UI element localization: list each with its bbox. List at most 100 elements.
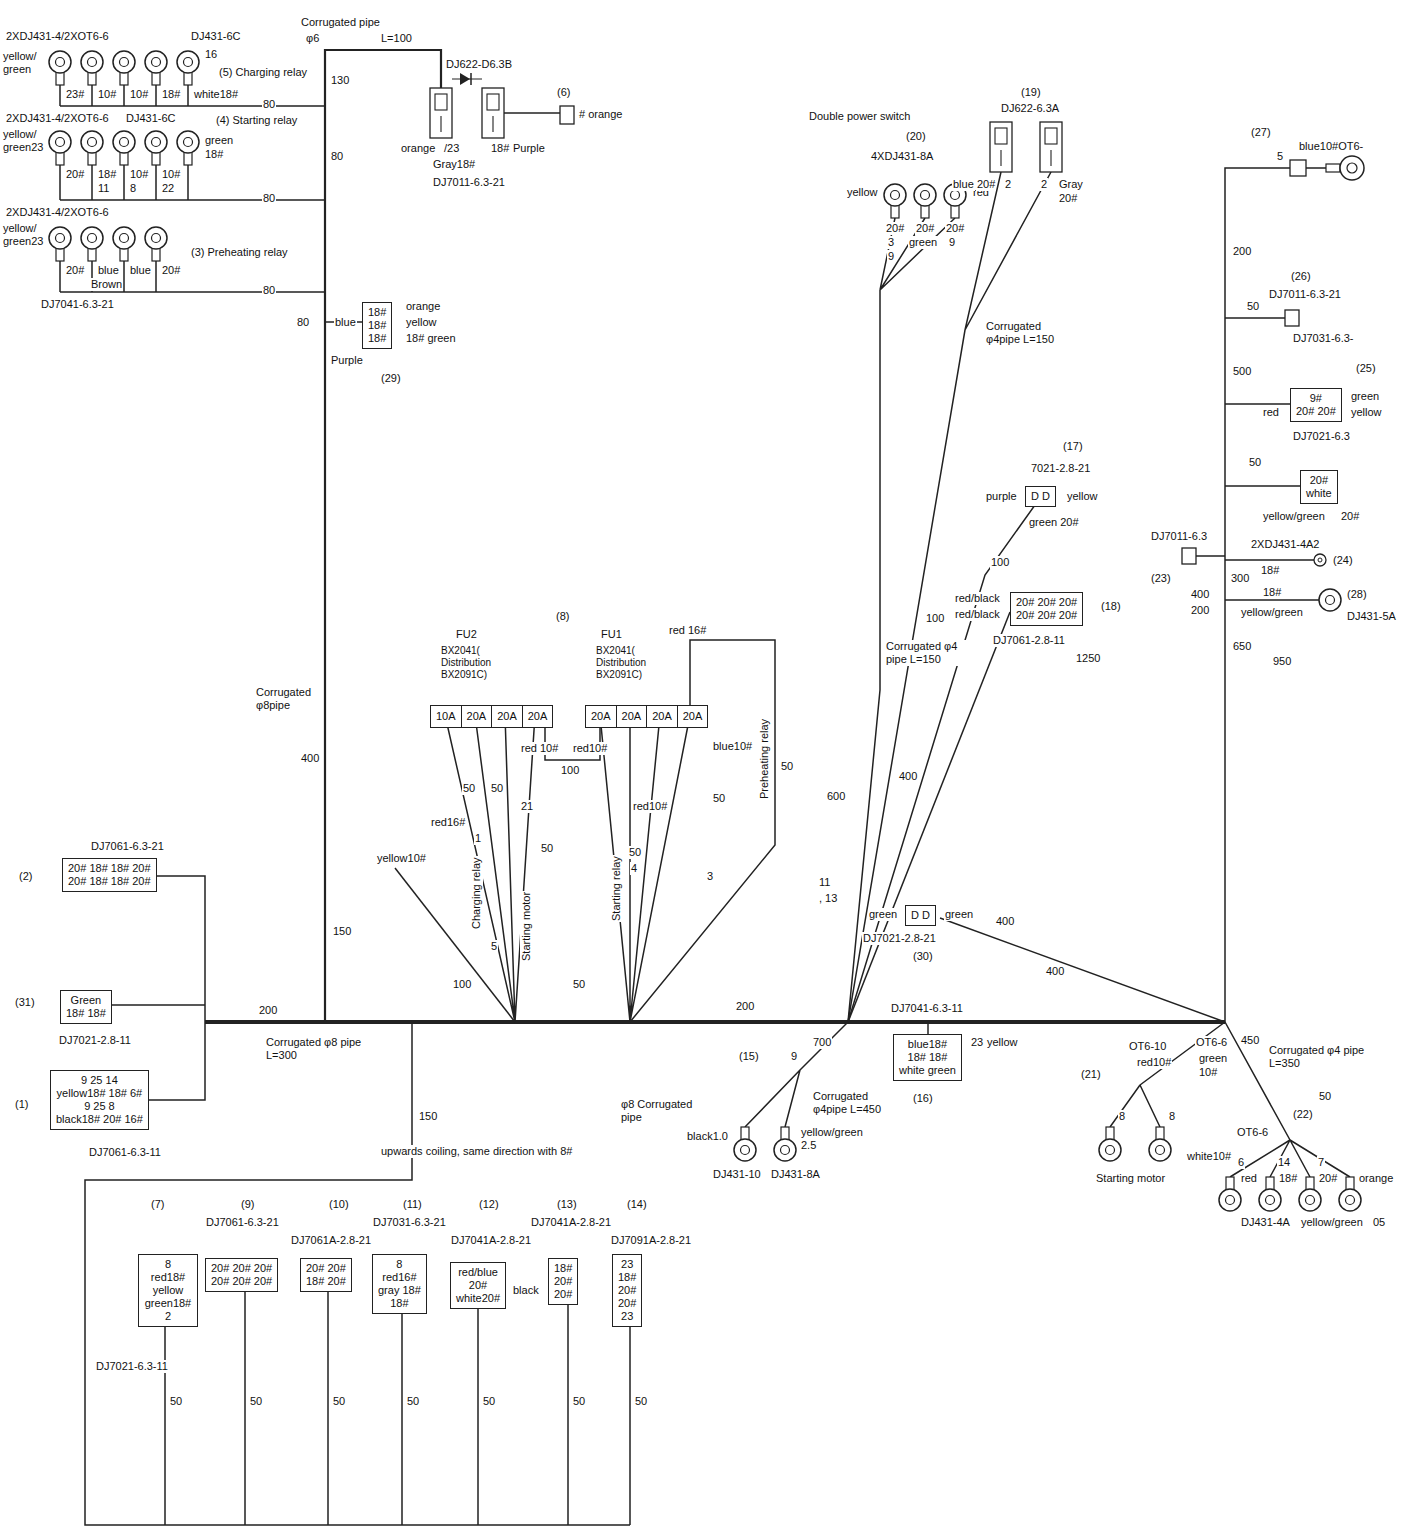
callout-label: 3: [706, 870, 714, 883]
pin-text: 20#: [554, 1288, 572, 1301]
callout-label: 18#: [97, 168, 117, 181]
terminal-symbols: [430, 88, 452, 138]
callout-label: (13): [556, 1198, 578, 1211]
wire-bundle: [60, 165, 325, 200]
callout-label: black: [512, 1284, 540, 1297]
connector-box: 20# 18# 18# 20#20# 18# 18# 20#: [62, 858, 157, 892]
callout-label: /23: [443, 142, 460, 155]
callout-label: 11: [97, 182, 110, 195]
callout-label: 1250: [1075, 652, 1101, 665]
callout-label: 20#: [1318, 1172, 1338, 1185]
callout-label: yellow/ green: [2, 50, 46, 76]
callout-label: yellow: [1350, 406, 1383, 419]
callout-label: purple: [985, 490, 1018, 503]
connector-box: D D: [1025, 486, 1056, 507]
callout-label: 5: [490, 940, 498, 953]
callout-label: 200: [735, 1000, 755, 1013]
callout-label: OT6-10: [1128, 1040, 1167, 1053]
connector-box: 20A20A20A20A: [585, 705, 708, 728]
callout-label: (9): [240, 1198, 255, 1211]
terminal-symbols: [177, 51, 199, 85]
callout-label: red 10#: [520, 742, 559, 755]
callout-label: 80: [262, 284, 276, 297]
pin-text: 20#: [1306, 474, 1332, 487]
callout-label: orange: [1358, 1172, 1394, 1185]
callout-label: # orange: [578, 108, 623, 121]
callout-label: orange: [405, 300, 441, 313]
pin-text: white: [1306, 487, 1332, 500]
connector-box: 20# 20#18# 20#: [300, 1258, 352, 1292]
callout-label: Starting relay: [610, 855, 623, 922]
pin-text: red/blue: [456, 1266, 500, 1279]
connector-box: 9#20# 20#: [1290, 388, 1342, 422]
callout-label: 200: [1190, 604, 1210, 617]
terminal-symbols: [81, 227, 103, 261]
callout-label: Corrugated φ4 pipe L=350: [1268, 1044, 1370, 1070]
terminal-symbols: [1182, 548, 1196, 564]
pin-text: 20A: [647, 706, 678, 727]
connector-box: Green18# 18#: [60, 990, 112, 1024]
pin-text: 18# 18#: [899, 1051, 956, 1064]
callout-label: (24): [1332, 554, 1354, 567]
callout-label: DJ7061-6.3-11: [88, 1146, 162, 1159]
callout-label: 2XDJ431-4/2XOT6-6: [5, 30, 110, 43]
callout-label: yellow/green: [1262, 510, 1326, 523]
connector-box: 2318#20#20#23: [612, 1254, 642, 1327]
connector-box: 20# 20# 20#20# 20# 20#: [205, 1258, 278, 1292]
callout-label: DJ7041A-2.8-21: [450, 1234, 532, 1247]
callout-label: 9: [948, 236, 956, 249]
callout-label: 10#: [129, 88, 149, 101]
terminal-symbols: [1347, 163, 1357, 173]
wire-bundle: [600, 715, 690, 1022]
callout-label: 500: [1232, 365, 1252, 378]
pin-text: 20# 20#: [1296, 405, 1336, 418]
callout-label: Double power switch: [808, 110, 912, 123]
callout-label: black1.0: [686, 1130, 729, 1143]
callout-label: 1: [474, 832, 482, 845]
callout-label: green 20#: [1028, 516, 1080, 529]
callout-label: 450: [1240, 1034, 1260, 1047]
callout-label: DJ7021-6.3: [1292, 430, 1351, 443]
pin-text: 20#: [618, 1297, 636, 1310]
callout-label: red16#: [430, 816, 466, 829]
callout-label: 10#: [129, 168, 149, 181]
callout-label: (17): [1062, 440, 1084, 453]
pin-text: white20#: [456, 1292, 500, 1305]
callout-label: 50: [482, 1395, 496, 1408]
callout-label: 7021-2.8-21: [1030, 462, 1091, 475]
callout-label: red 16#: [668, 624, 707, 637]
callout-label: 80: [296, 316, 310, 329]
pin-text: 20# 20# 20#: [1016, 609, 1077, 622]
callout-label: 400: [1190, 588, 1210, 601]
pin-text: 8: [144, 1258, 192, 1271]
callout-label: 50: [540, 842, 554, 855]
callout-label: 130: [330, 74, 350, 87]
terminal-symbols: [452, 79, 482, 80]
callout-label: 20#: [161, 264, 181, 277]
pin-text: 20# 18# 18# 20#: [68, 862, 151, 875]
callout-label: blue: [97, 264, 120, 277]
terminal-symbols: [1290, 160, 1306, 176]
pin-text: 18#: [554, 1262, 572, 1275]
pin-text: 20A: [678, 706, 708, 727]
callout-label: red/black: [954, 592, 1001, 605]
connector-box: D D: [905, 905, 936, 926]
wire-bundle: [445, 715, 535, 1022]
terminal-symbols: [49, 131, 71, 165]
callout-label: 80: [330, 150, 344, 163]
pin-text: 20# 20# 20#: [211, 1275, 272, 1288]
callout-label: red: [1240, 1172, 1258, 1185]
pin-text: 18#: [378, 1297, 421, 1310]
pin-text: 20A: [462, 706, 493, 727]
callout-label: Corrugated pipe: [300, 16, 381, 29]
wire-bundle: [504, 112, 560, 114]
callout-label: green: [1350, 390, 1380, 403]
callout-label: 9: [887, 250, 895, 263]
wire-bundle: [85, 1022, 630, 1525]
terminal-symbols: [774, 1127, 796, 1161]
terminal-symbols: [81, 131, 103, 165]
callout-label: Corrugated φ8pipe: [255, 686, 323, 712]
callout-label: Preheating relay: [758, 718, 771, 800]
callout-label: 300: [1230, 572, 1250, 585]
callout-label: φ6: [305, 32, 320, 45]
